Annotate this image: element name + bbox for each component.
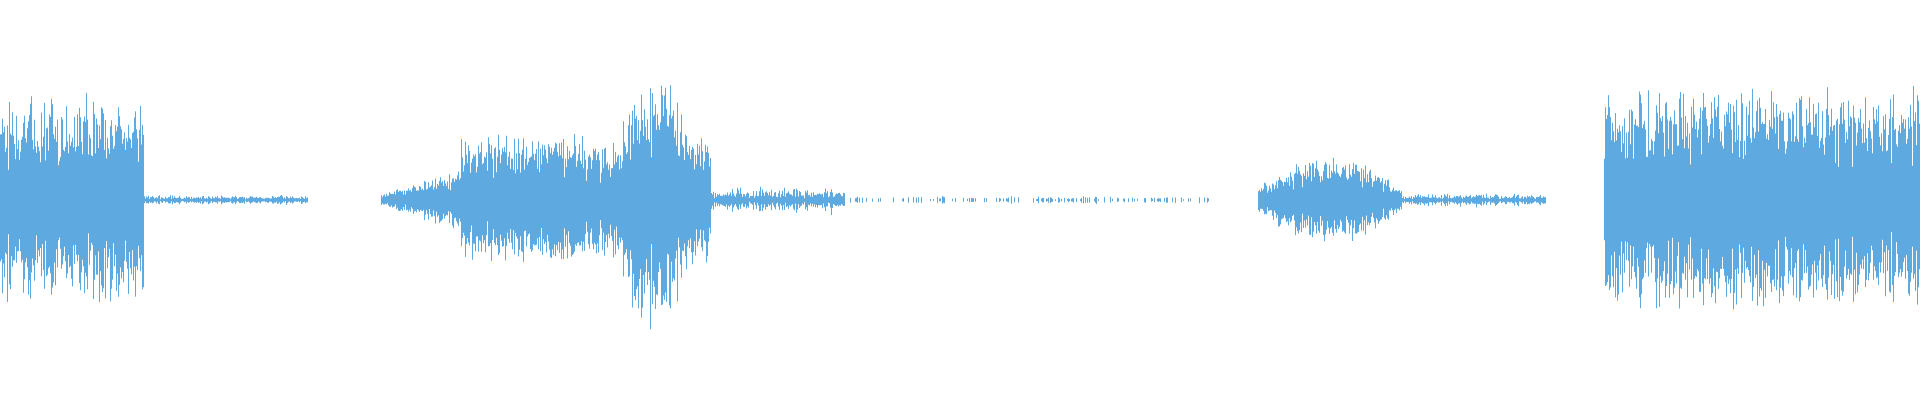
waveform-trace (0, 85, 1920, 330)
